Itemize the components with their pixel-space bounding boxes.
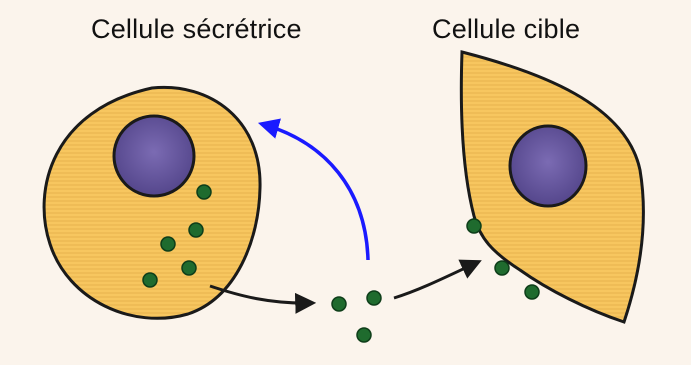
target-cell: [461, 52, 643, 322]
signal-molecule-icon: [495, 261, 509, 275]
signal-molecule-icon: [525, 285, 539, 299]
signal-molecule-icon: [467, 219, 481, 233]
signal-molecule-icon: [332, 297, 346, 311]
target-cell-label: Cellule cible: [432, 14, 580, 45]
nucleus-icon: [114, 116, 194, 196]
secretory-cell-label: Cellule sécrétrice: [91, 14, 302, 45]
feedback-arrow-icon: [262, 124, 368, 260]
signal-molecule-icon: [143, 273, 157, 287]
signal-molecule-icon: [367, 291, 381, 305]
nucleus-icon: [510, 126, 586, 206]
signal-molecules-free: [332, 291, 381, 342]
signal-molecule-icon: [161, 237, 175, 251]
signal-molecule-icon: [357, 328, 371, 342]
signal-molecule-icon: [197, 185, 211, 199]
signal-molecule-icon: [189, 223, 203, 237]
binding-arrow-icon: [394, 262, 478, 298]
signal-molecule-icon: [182, 261, 196, 275]
